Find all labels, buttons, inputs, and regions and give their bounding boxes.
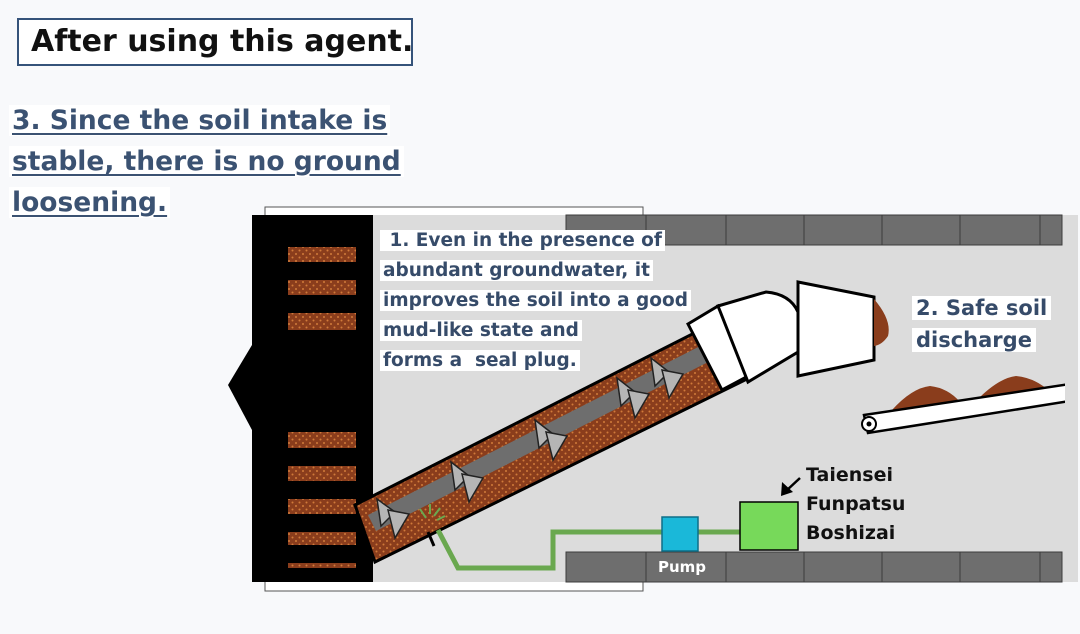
discharge-note-line-1: 2. Safe soil [912,296,1052,320]
bottom-segments [565,551,1063,583]
discharge-note: 2. Safe soil discharge [912,292,1052,356]
soil-intake-note-line-3: loosening. [9,187,171,218]
page-title: After using this agent. [17,18,413,66]
soil-intake-note-line-1: 3. Since the soil intake is [9,105,391,136]
cutter-head [228,215,373,582]
seal-plug-note-line-4: mud-like state and [380,320,582,341]
screw-conveyor [353,319,748,565]
soil-intake-note: 3. Since the soil intake is stable, ther… [9,100,404,223]
seal-plug-note-line-1: 1. Even in the presence of [380,230,665,251]
seal-plug-note-line-2: abundant groundwater, it [380,260,653,281]
soil-intake-note-line-2: stable, there is no ground [9,146,404,177]
additive-label-line-2: Funpatsu [806,493,906,515]
pump-label: Pump [658,558,707,576]
additive-tank [739,501,799,551]
additive-label-line-1: Taiensei [806,464,893,486]
pump-box [661,516,699,552]
discharge-note-line-2: discharge [912,328,1036,352]
belt-conveyor [861,376,1065,435]
additive-label-line-3: Boshizai [806,522,896,544]
injection-system [419,501,799,571]
seal-plug-note-line-3: improves the soil into a good [380,290,691,311]
discharge-gate [686,280,889,393]
additive-arrow-icon [781,477,801,496]
seal-plug-note: 1. Even in the presence of abundant grou… [380,226,702,376]
seal-plug-note-line-5: forms a seal plug. [380,350,580,371]
additive-label: Taiensei Funpatsu Boshizai [806,461,905,548]
